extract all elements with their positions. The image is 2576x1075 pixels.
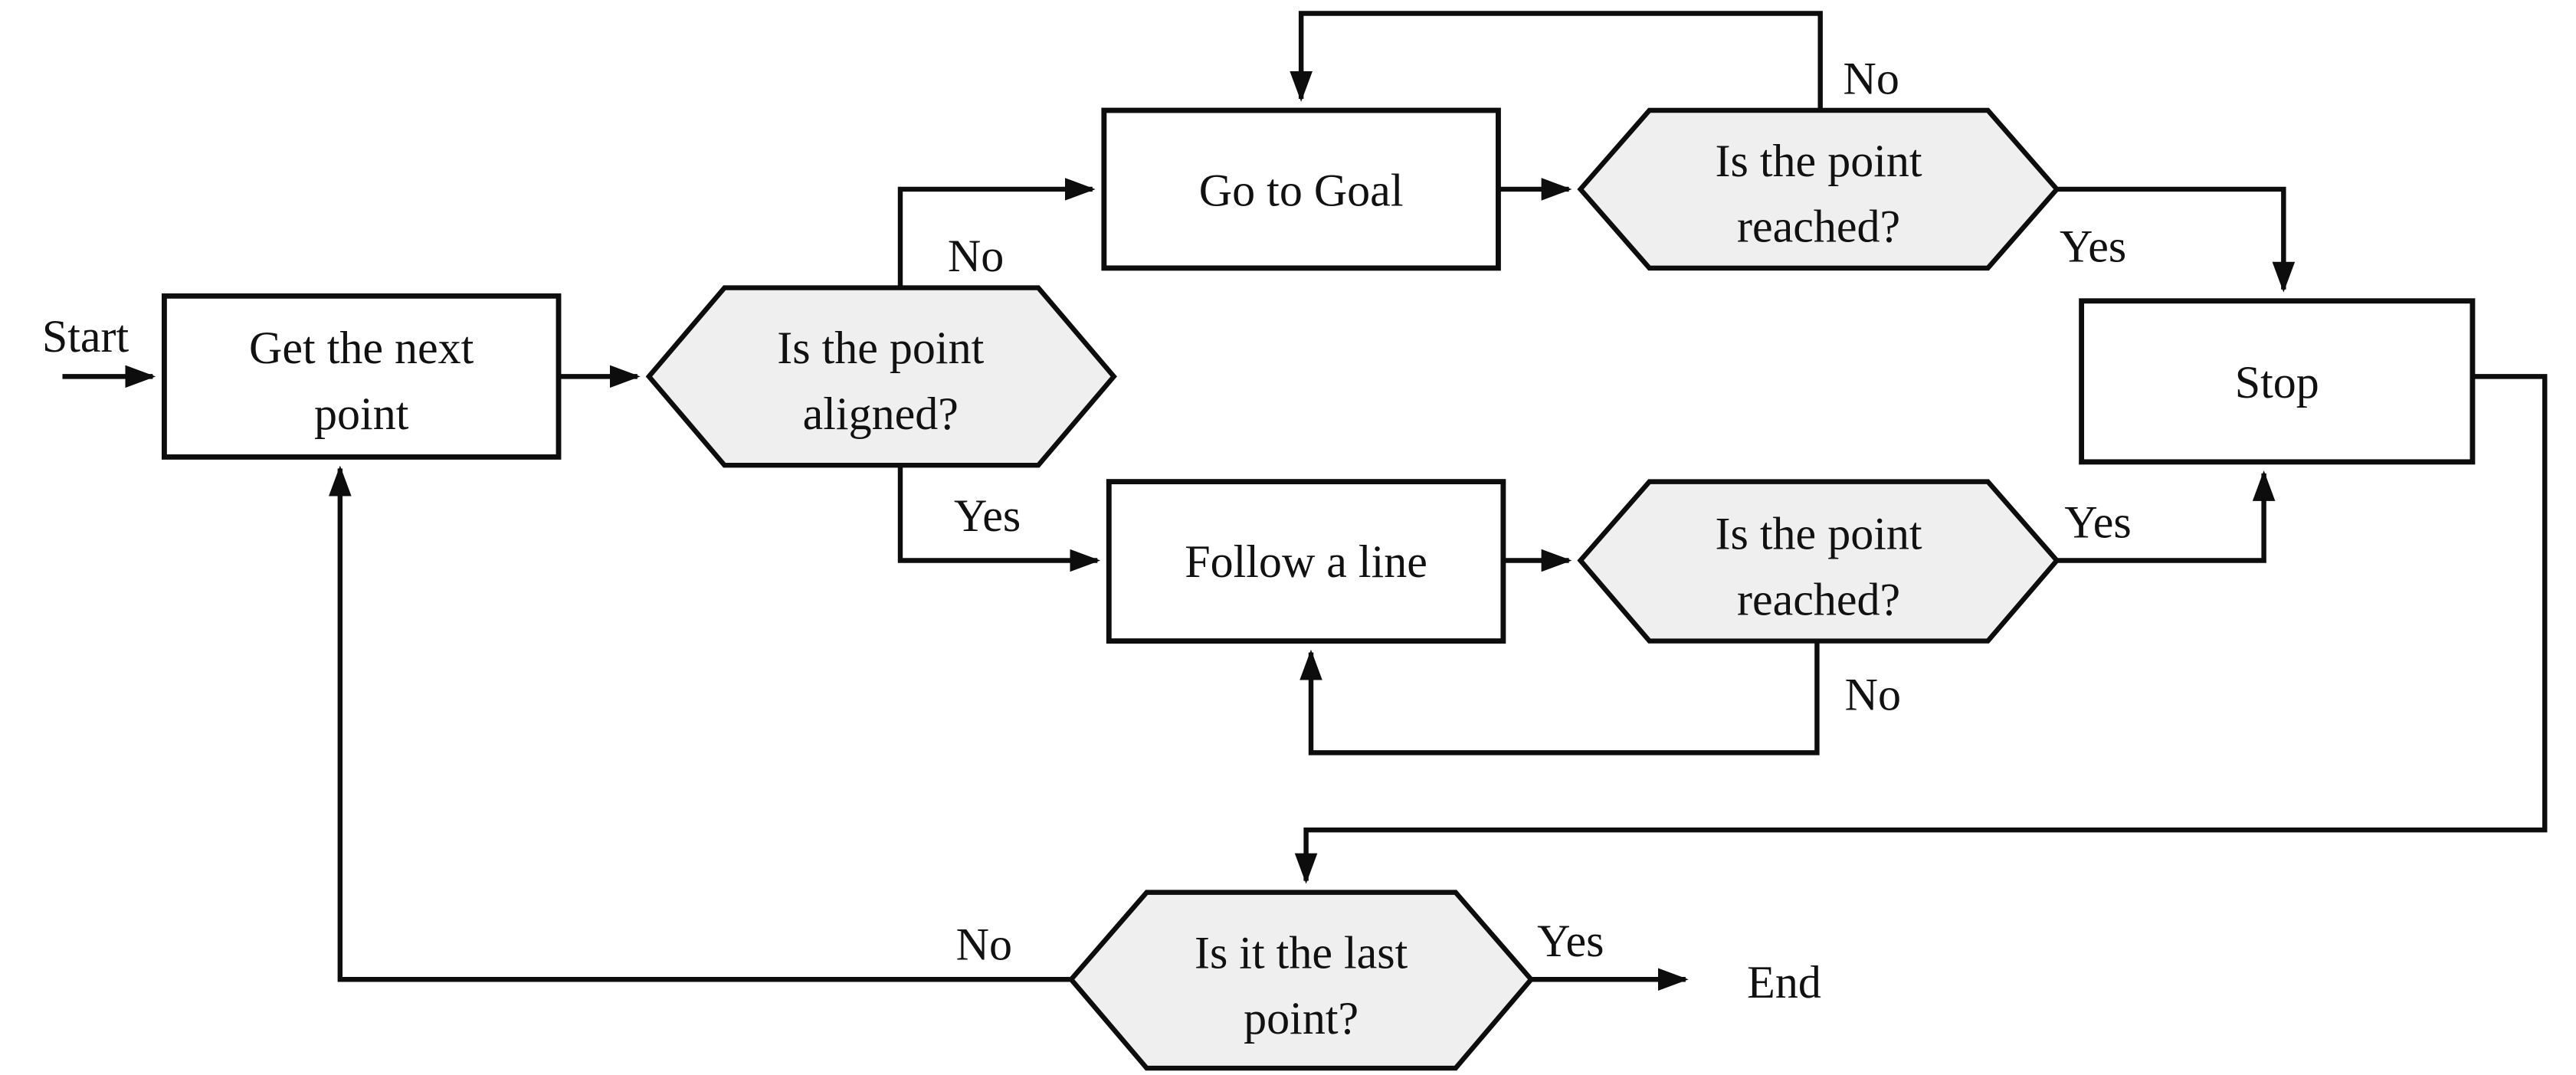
edge-aligned-no-to-go-to-goal: No [897,178,1096,288]
edge-stop-to-last-point [1294,374,2548,884]
decision-hexagon [1577,107,2060,271]
reached-bottom-no-label: No [1845,670,1901,720]
process-box [1101,107,1501,271]
connector-arrow [897,178,1096,288]
edge-reached-top-no-loop: No [1290,11,1899,111]
decision-hexagon [1577,479,2060,644]
edge-reached-top-yes-to-stop: Yes [2057,186,2296,293]
process-box [2079,298,2476,465]
reached-top-no-label: No [1843,54,1899,104]
node-text-line1: Is it the last [1195,927,1408,978]
node-text-line1: Is the point [777,323,984,373]
end-label: End [1747,957,1821,1008]
process-box [161,293,562,460]
connector-arrow [897,465,1101,572]
node-is-point-reached-top: Is the point reached? [1577,107,2060,271]
start-label: Start [42,311,129,362]
node-is-point-reached-bottom: Is the point reached? [1577,479,2060,644]
connector-arrow [2057,470,2276,563]
connector-arrow [1299,641,1820,755]
last-yes-label: Yes [1537,916,1604,966]
node-text: Go to Goal [1199,165,1404,215]
node-text-line1: Is the point [1716,509,1922,559]
reached-top-yes-label: Yes [2060,221,2126,271]
aligned-no-label: No [948,231,1004,281]
node-follow-a-line: Follow a line [1106,479,1506,644]
node-stop: Stop [2079,298,2476,465]
node-go-to-goal: Go to Goal [1101,107,1501,271]
decision-hexagon [1067,890,1535,1071]
node-text-line2: reached? [1737,574,1900,624]
node-text-line2: point? [1244,993,1358,1044]
node-text-line2: point [314,388,409,439]
connector-arrow [1294,374,2548,884]
connector-arrow [329,465,1071,982]
reached-bottom-yes-label: Yes [2064,497,2131,548]
node-text-line2: aligned? [803,388,959,439]
node-text: Follow a line [1185,536,1427,587]
node-is-it-last-point: Is it the last point? [1067,890,1535,1071]
node-text-line2: reached? [1737,202,1900,252]
node-text: Stop [2235,357,2319,408]
node-text-line1: Is the point [1716,136,1922,186]
edge-aligned-yes-to-follow-line: Yes [897,465,1101,572]
node-text-line1: Get the next [249,323,474,373]
edge-reached-bottom-no-loop: No [1299,641,1901,755]
connector-arrow [2057,186,2296,293]
node-is-point-aligned: Is the point aligned? [645,285,1117,468]
edge-start-to-get-next: Start [42,311,156,388]
edge-last-point-yes-to-end: Yes End [1531,916,1821,1008]
edge-last-point-no-to-get-next: No [329,465,1071,982]
aligned-yes-label: Yes [954,490,1021,541]
process-box [1106,479,1506,644]
last-no-label: No [956,919,1012,970]
connector-arrow [1290,11,1823,111]
decision-hexagon [645,285,1117,468]
node-get-next-point: Get the next point [161,293,562,460]
edge-reached-bottom-yes-to-stop: Yes [2057,470,2276,563]
